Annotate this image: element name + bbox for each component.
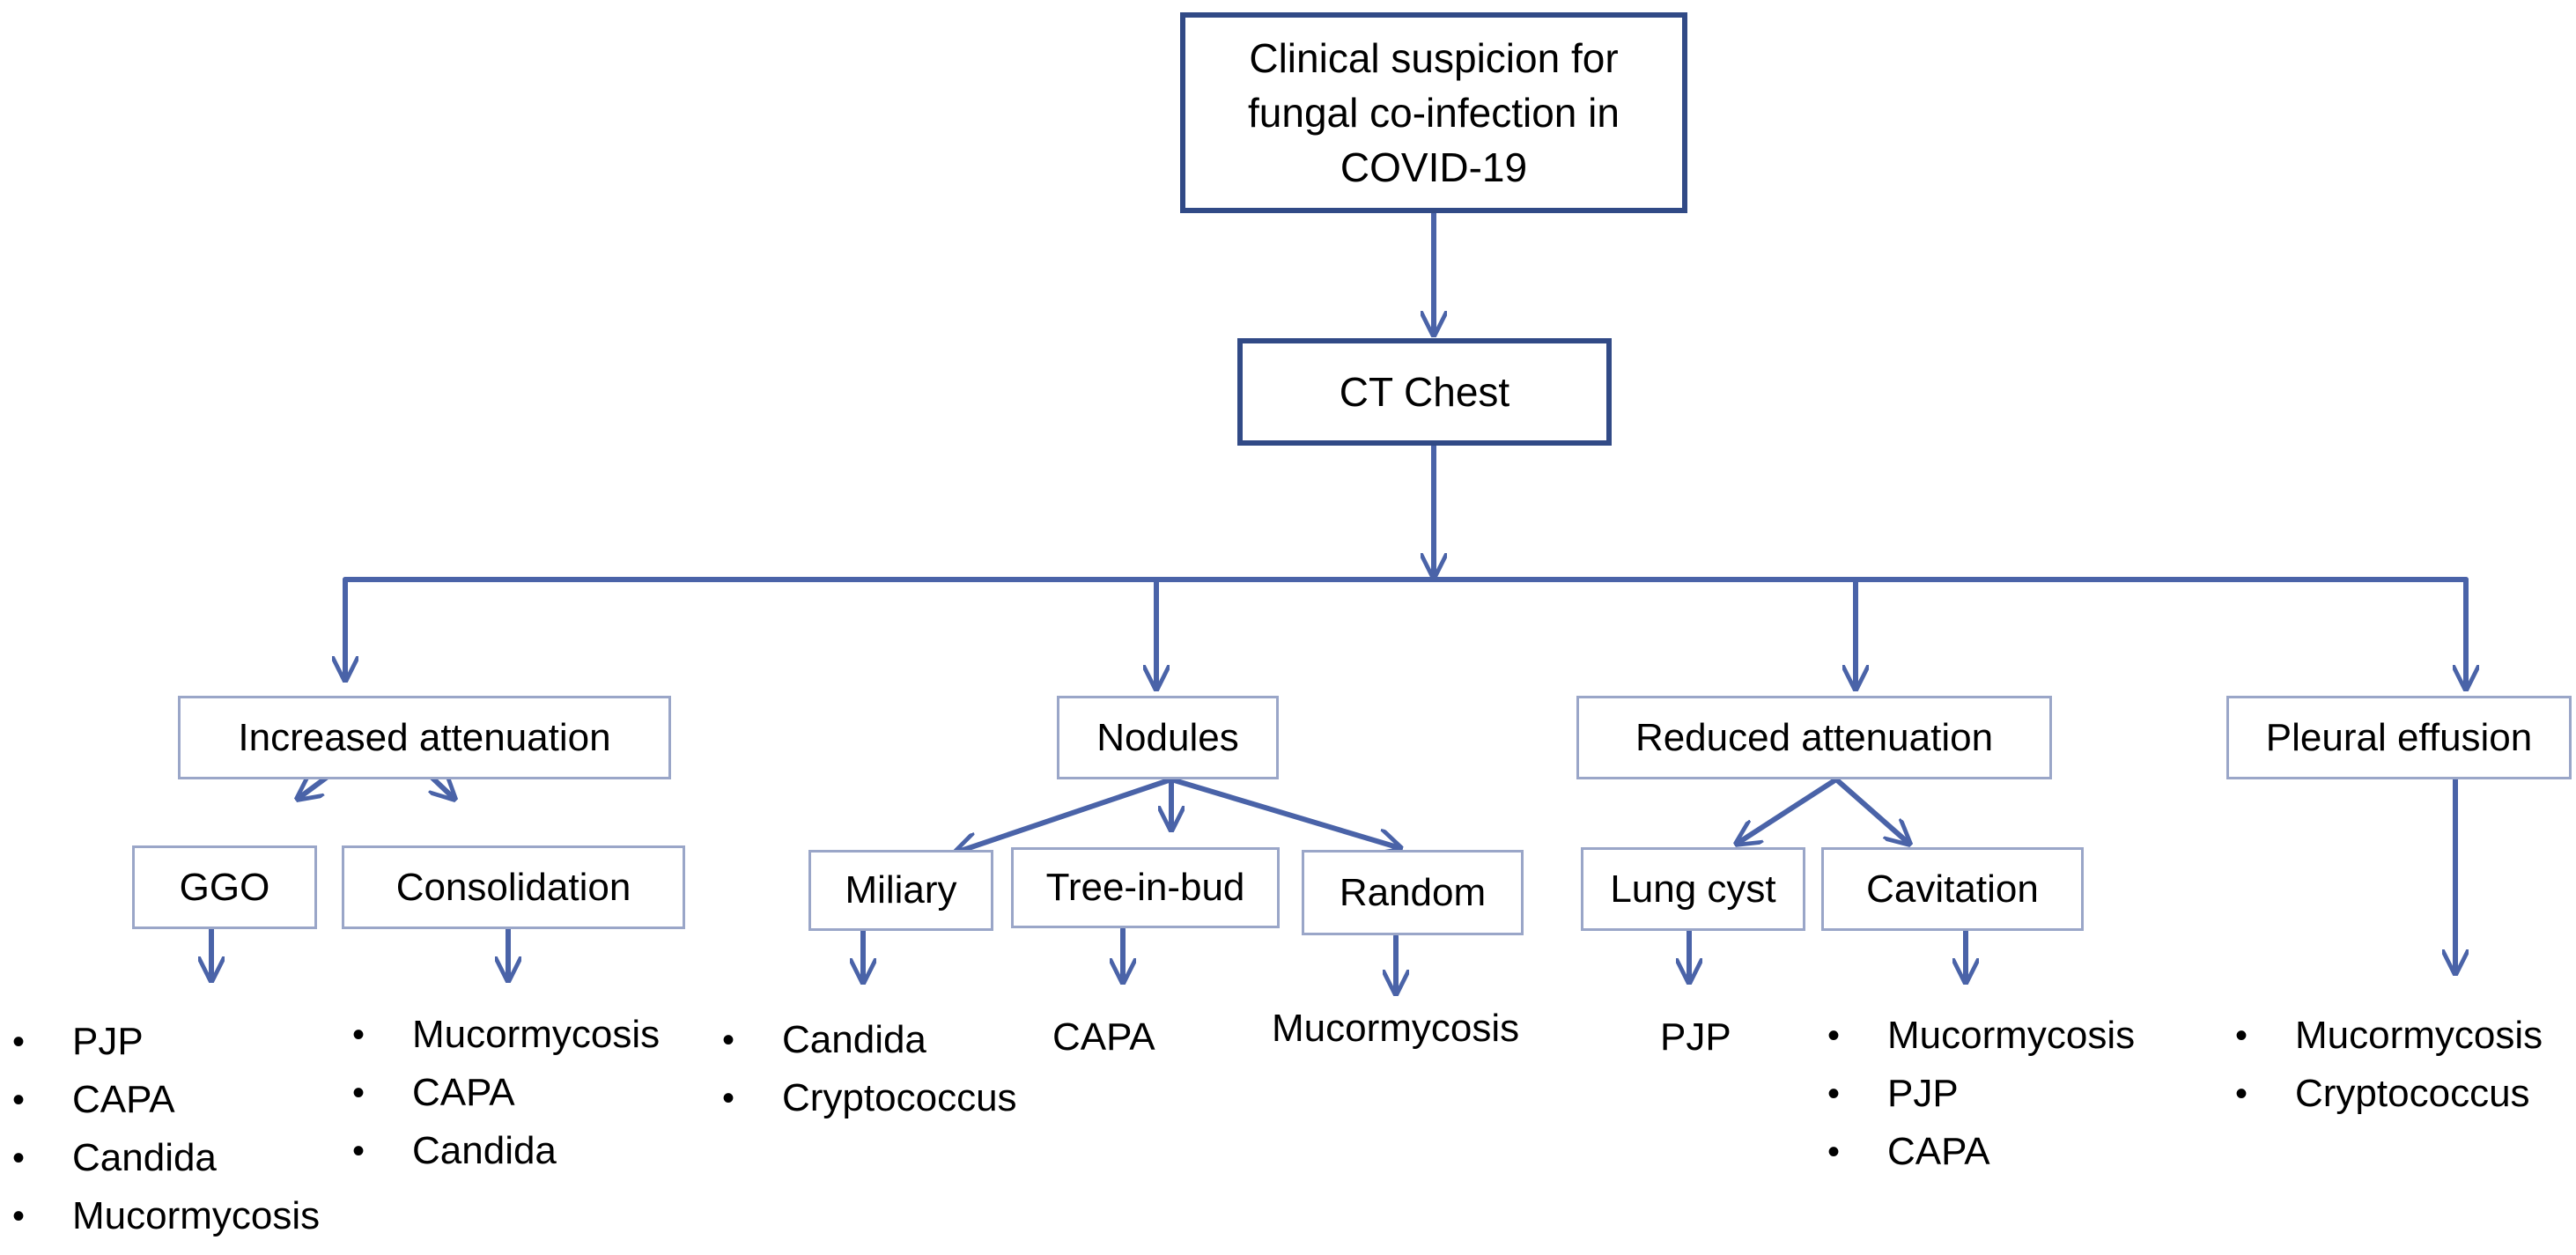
reduced-attenuation-node: Reduced attenuation [1576, 696, 2052, 779]
lung-cyst-node: Lung cyst [1581, 847, 1805, 931]
cavitation-outcome-list: Mucormycosis PJP CAPA [1827, 1007, 2135, 1181]
cavitation-outcome-item: Mucormycosis [1827, 1007, 2135, 1065]
pleural-effusion-outcome-item: Mucormycosis [2235, 1007, 2543, 1065]
ggo-outcome-list: PJP CAPA Candida Mucormycosis [12, 1013, 320, 1245]
cavitation-node: Cavitation [1821, 847, 2084, 931]
arrow-to-random [1169, 777, 1400, 848]
tree-in-bud-node: Tree-in-bud [1011, 847, 1280, 928]
ggo-outcome-item: CAPA [12, 1071, 320, 1129]
ggo-outcome-item: PJP [12, 1013, 320, 1071]
pleural-effusion-node: Pleural effusion [2226, 696, 2572, 779]
consolidation-outcome-list: Mucormycosis CAPA Candida [352, 1006, 660, 1180]
nodules-node: Nodules [1057, 696, 1279, 779]
ggo-outcome-item: Mucormycosis [12, 1187, 320, 1245]
consolidation-outcome-item: CAPA [352, 1064, 660, 1122]
consolidation-node: Consolidation [342, 845, 685, 929]
pleural-effusion-outcome-item: Cryptococcus [2235, 1065, 2543, 1123]
consolidation-outcome-item: Mucormycosis [352, 1006, 660, 1064]
lung-cyst-outcome: PJP [1660, 1015, 1731, 1059]
cavitation-outcome-item: CAPA [1827, 1123, 2135, 1181]
arrow-to-cyst [1737, 777, 1839, 844]
root-node: Clinical suspicion for fungal co-infecti… [1180, 12, 1687, 213]
arrow-to-cavitation [1834, 777, 1909, 844]
ct-chest-node: CT Chest [1237, 338, 1612, 446]
increased-attenuation-node: Increased attenuation [178, 696, 671, 779]
random-outcome: Mucormycosis [1272, 1007, 1520, 1050]
miliary-outcome-item: Candida [722, 1011, 1017, 1069]
ggo-outcome-item: Candida [12, 1129, 320, 1187]
tree-in-bud-outcome: CAPA [1052, 1015, 1155, 1059]
cavitation-outcome-item: PJP [1827, 1065, 2135, 1123]
miliary-outcome-list: Candida Cryptococcus [722, 1011, 1017, 1127]
consolidation-outcome-item: Candida [352, 1122, 660, 1180]
miliary-outcome-item: Cryptococcus [722, 1069, 1017, 1127]
ggo-node: GGO [132, 845, 317, 929]
miliary-node: Miliary [808, 850, 993, 931]
random-node: Random [1302, 850, 1524, 935]
arrow-to-miliary [956, 777, 1174, 853]
pleural-effusion-outcome-list: Mucormycosis Cryptococcus [2235, 1007, 2543, 1123]
